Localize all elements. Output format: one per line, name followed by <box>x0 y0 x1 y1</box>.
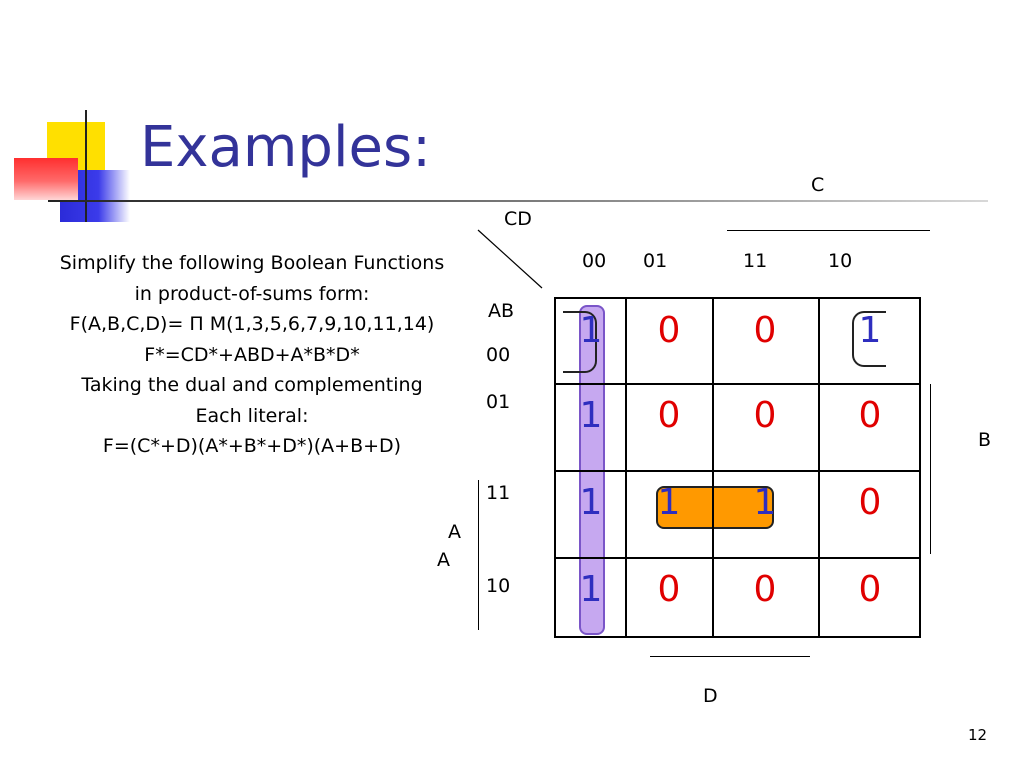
text-line: Simplify the following Boolean Functions <box>59 252 445 274</box>
corner-label-ab: AB <box>488 300 515 322</box>
corner-label-cd: CD <box>504 208 532 230</box>
grid-line <box>554 470 921 472</box>
kmap-cell: 0 <box>657 310 681 351</box>
text-line: in product-of-sums form: <box>134 282 370 305</box>
d-span-line <box>650 656 810 657</box>
kmap-cell: 0 <box>657 569 681 610</box>
wrap-group-bracket-right <box>852 311 886 367</box>
text-line: Taking the dual and complementing <box>81 374 423 396</box>
row-header: 10 <box>486 575 511 597</box>
kmap-cell: 0 <box>858 482 882 523</box>
grid-line <box>554 383 921 385</box>
kmap-cell: 1 <box>657 482 681 523</box>
row-header: 01 <box>486 391 511 413</box>
kmap-cell: 1 <box>753 482 777 523</box>
col-header: 00 <box>582 250 607 272</box>
kmap-cell: 0 <box>858 395 882 436</box>
a-span-line <box>478 480 479 630</box>
kmap-cell: 0 <box>753 310 777 351</box>
kmap-cell: 1 <box>579 310 603 351</box>
kmap-cell: 0 <box>657 395 681 436</box>
col-header: 11 <box>743 250 768 272</box>
logo-red-block <box>14 158 78 200</box>
kmap-cell: 1 <box>579 395 603 436</box>
text-line: F=(C*+D)(A*+B*+D*)(A+B+D) <box>102 435 402 457</box>
title-underline-rule <box>48 200 988 202</box>
label-b: B <box>978 429 992 451</box>
corner-diagonal <box>477 229 543 289</box>
col-header: 01 <box>643 250 668 272</box>
label-d: D <box>703 685 718 707</box>
grid-line <box>818 297 820 638</box>
page-number: 12 <box>968 726 988 744</box>
grid-line <box>625 297 627 638</box>
kmap-cell: 1 <box>579 482 603 523</box>
grid-line <box>712 297 714 638</box>
row-header: 11 <box>486 482 511 504</box>
logo-vertical-rule <box>85 110 87 222</box>
row-header: 00 <box>486 344 511 366</box>
text-line: Each literal: <box>195 404 309 427</box>
col-header: 10 <box>828 250 853 272</box>
slide-title: Examples: <box>140 115 431 180</box>
kmap-cell: 1 <box>579 569 603 610</box>
label-a: A <box>448 521 461 543</box>
kmap-cell: 0 <box>858 569 882 610</box>
grid-line <box>554 557 921 559</box>
kmap-cell: 0 <box>753 569 777 610</box>
group-loop-row-11 <box>656 486 774 529</box>
text-line: F*=CD*+ABD+A*B*D* <box>144 343 360 366</box>
kmap-cell: 1 <box>858 310 882 351</box>
problem-text: Simplify the following Boolean Functions… <box>18 248 486 462</box>
c-span-line <box>727 230 930 231</box>
wrap-group-bracket-left <box>563 311 597 373</box>
text-line: F(A,B,C,D)= Π M(1,3,5,6,7,9,10,11,14) <box>69 313 435 335</box>
b-span-line <box>930 384 931 554</box>
label-c: C <box>811 174 825 196</box>
karnaugh-map-grid <box>554 297 921 638</box>
kmap-cell: 0 <box>753 395 777 436</box>
label-a: A <box>437 549 450 571</box>
